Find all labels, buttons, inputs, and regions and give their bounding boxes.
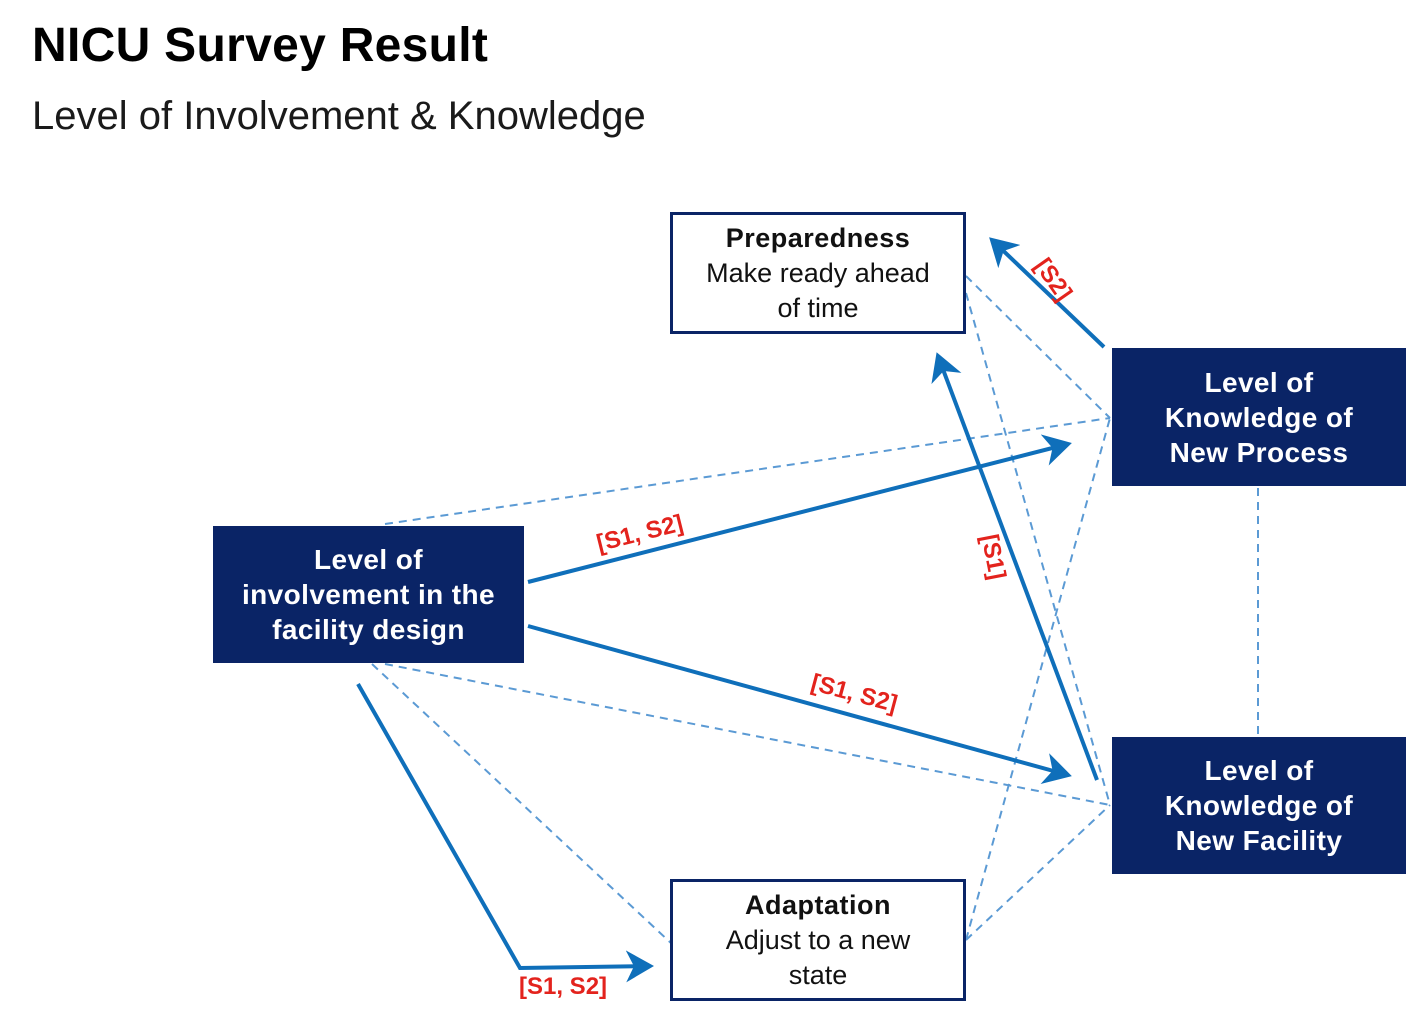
node-adaptation-title: Adaptation xyxy=(745,889,891,920)
node-knowledge-process-line: Level of xyxy=(1204,366,1314,398)
arrow-involvement-to-adaptation xyxy=(356,683,654,983)
node-knowledge-facility-line: New Facility xyxy=(1175,825,1343,856)
node-knowledge-process-line: Knowledge of xyxy=(1164,401,1354,433)
node-knowledge-process: Level of Knowledge of New Process xyxy=(1112,348,1406,486)
page-title: NICU Survey Result xyxy=(32,19,489,72)
arrow-involvement-to-facility xyxy=(527,624,1072,785)
node-knowledge-facility: Level of Knowledge of New Facility xyxy=(1112,737,1406,874)
dashed-line-preparedness-facility xyxy=(965,292,1111,806)
node-preparedness-line: of time xyxy=(777,292,859,323)
node-preparedness-title: Preparedness xyxy=(725,222,911,253)
node-involvement-line: facility design xyxy=(272,614,465,645)
dashed-line-involvement-adaptation xyxy=(371,663,673,945)
dashed-line-adaptation-facility xyxy=(965,804,1111,941)
node-adaptation-line: Adjust to a new xyxy=(725,924,911,955)
node-preparedness: Preparedness Make ready ahead of time xyxy=(670,212,966,334)
dashed-line-preparedness-process xyxy=(965,275,1111,419)
node-involvement-line: Level of xyxy=(313,544,423,575)
node-involvement-line: involvement in the xyxy=(241,579,496,610)
dashed-line-adaptation-process xyxy=(965,417,1111,941)
node-adaptation-line: state xyxy=(788,959,848,990)
node-adaptation: Adaptation Adjust to a new state xyxy=(670,879,966,1001)
edge-label-involvement-adaptation: [S1, S2] xyxy=(519,973,608,1000)
arrow-process-to-preparedness xyxy=(989,237,1106,349)
arrow-facility-to-preparedness xyxy=(931,352,1099,781)
node-involvement: Level of involvement in the facility des… xyxy=(213,526,524,663)
node-knowledge-facility-line: Level of xyxy=(1204,755,1314,786)
page-subtitle: Level of Involvement & Knowledge xyxy=(32,94,646,138)
node-preparedness-line: Make ready ahead xyxy=(706,257,930,288)
node-knowledge-facility-line: Knowledge of xyxy=(1164,790,1354,821)
node-knowledge-process-line: New Process xyxy=(1169,436,1349,468)
dashed-line-involvement-process xyxy=(384,417,1111,525)
dashed-line-involvement-facility xyxy=(384,663,1111,806)
